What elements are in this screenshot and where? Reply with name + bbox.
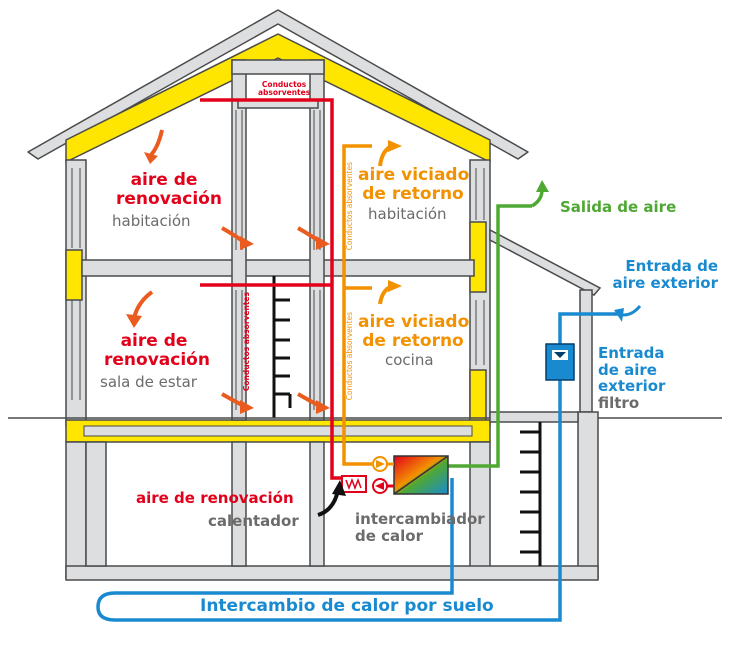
exhaust-label-kitchen: aire viciado de retorno — [358, 312, 470, 351]
inlet-label: Entrada de aire exterior — [608, 257, 719, 292]
stairs-icon — [272, 276, 292, 418]
exhaust-ducts — [342, 144, 372, 466]
room-living: sala de estar — [100, 373, 197, 391]
exhaust-label-bedroom: aire viciado de retorno — [358, 165, 470, 204]
room-kitchen: cocina — [385, 351, 434, 369]
outlet-label: Salida de aire — [560, 198, 677, 216]
supply-label-living: aire de renovación — [104, 331, 210, 370]
ground-slab — [65, 419, 491, 443]
basement — [65, 411, 599, 581]
fan-icon — [372, 456, 388, 494]
basement-stairs-icon — [520, 422, 542, 566]
ducts-vertical-label-upper: Conductos absorventes — [345, 162, 354, 251]
floor-slab — [81, 259, 475, 277]
supply-label-bedroom: aire de renovación — [116, 170, 222, 209]
inlet-line-2: aire exterior — [612, 273, 719, 292]
supply-bedroom-line-2: renovación — [116, 188, 222, 209]
ducts-vertical-label-red: Conductos absorventes — [242, 292, 251, 392]
exhaust-arrows — [378, 140, 402, 305]
filter-icon — [545, 343, 575, 381]
exhaust-kitchen-line-1: aire viciado — [358, 312, 470, 332]
heater-icon — [341, 475, 367, 493]
supply-living-line-1: aire de — [120, 331, 188, 351]
heat-exchanger-icon — [393, 455, 449, 495]
ground-loop-duct — [96, 312, 620, 622]
filter-line-2: de aire — [598, 360, 657, 379]
supply-bedroom-line-1: aire de — [130, 170, 198, 190]
ducts-top-line-1: Conductos — [261, 80, 307, 89]
exhaust-bedroom-line-1: aire viciado — [358, 165, 470, 185]
exhaust-bedroom-line-2: de retorno — [362, 183, 464, 204]
heater-label: calentador — [208, 512, 299, 530]
outlet-arrow-icon — [536, 180, 549, 192]
exchanger-line-2: de calor — [355, 526, 423, 545]
exchanger-line-1: intercambiador — [355, 510, 485, 528]
filter-label: Entrada de aire exterior filtro — [598, 345, 665, 411]
floor-exchange-label: Intercambio de calor por suelo — [200, 596, 494, 616]
exchanger-label: intercambiador de calor — [355, 511, 485, 544]
ducts-top-label: Conductos absorventes — [258, 80, 311, 98]
filter-line-3: exterior — [598, 377, 666, 395]
supply-arrows — [126, 129, 330, 414]
supply-living-line-2: renovación — [104, 349, 210, 370]
room-bedroom-left: habitación — [112, 212, 191, 230]
ducts-vertical-label-lower: Conductos absorventes — [345, 312, 354, 401]
exhaust-kitchen-line-2: de retorno — [362, 330, 464, 351]
ducts-top-line-2: absorventes — [258, 88, 311, 98]
outlet-duct — [448, 204, 532, 468]
room-bedroom-right: habitación — [368, 205, 447, 223]
inlet-line-1: Entrada de — [625, 257, 718, 275]
annex — [489, 228, 602, 413]
filter-line-1: Entrada — [598, 344, 665, 362]
supply-label-heater: aire de renovación — [136, 489, 294, 507]
filter-line-4: filtro — [598, 393, 640, 412]
